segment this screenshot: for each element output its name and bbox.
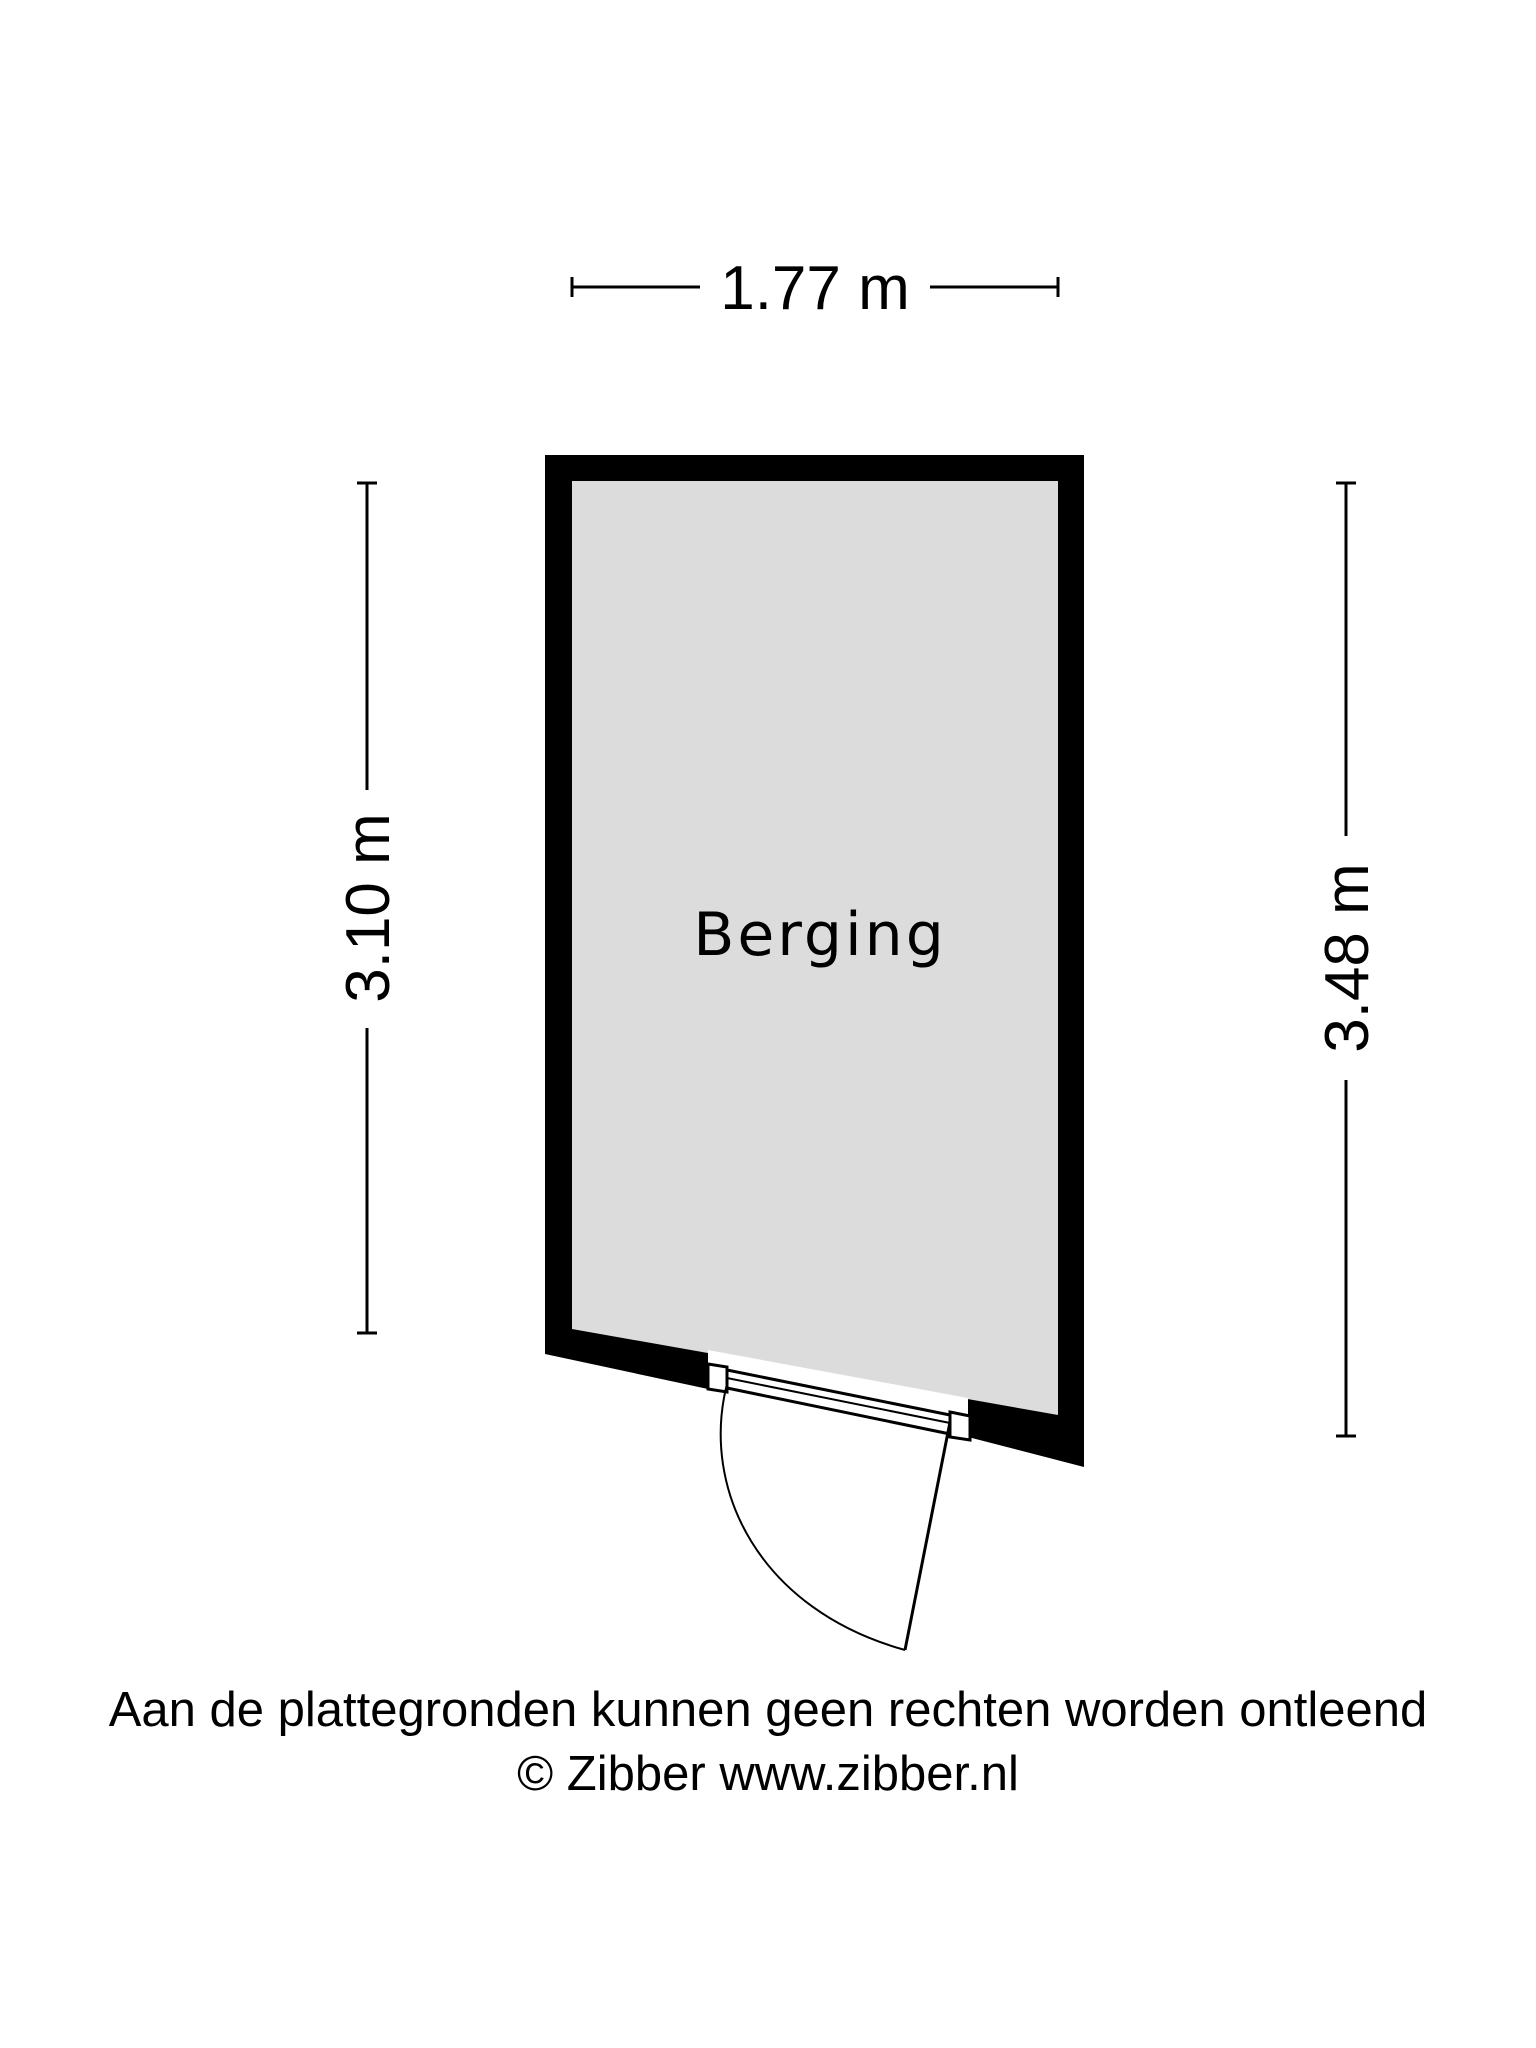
room-label: Berging — [693, 900, 947, 970]
disclaimer-text: Aan de plattegronden kunnen geen rechten… — [108, 1683, 1428, 1737]
door-leaf — [903, 1421, 952, 1651]
width-dimension: 1.77 m — [570, 254, 1060, 323]
door-threshold-line-3 — [726, 1386, 951, 1436]
door-swing-arc — [719, 1383, 906, 1651]
width-dimension-label: 1.77 m — [720, 254, 910, 323]
door-jamb-left — [706, 1362, 729, 1394]
door-opening — [708, 1350, 968, 1440]
right-depth-label: 3.48 m — [1313, 863, 1382, 1053]
door-threshold-line-1 — [726, 1368, 951, 1417]
door-threshold-line-2 — [726, 1377, 951, 1424]
left-depth-label: 3.10 m — [334, 813, 403, 1003]
right-depth-dimension: 3.48 m — [1313, 481, 1382, 1438]
copyright-text: © Zibber www.zibber.nl — [517, 1747, 1019, 1801]
room-floor — [572, 481, 1058, 1415]
room-berging: Berging — [545, 455, 1084, 1651]
door-jamb-right — [948, 1410, 972, 1442]
left-depth-dimension: 3.10 m — [334, 481, 403, 1335]
